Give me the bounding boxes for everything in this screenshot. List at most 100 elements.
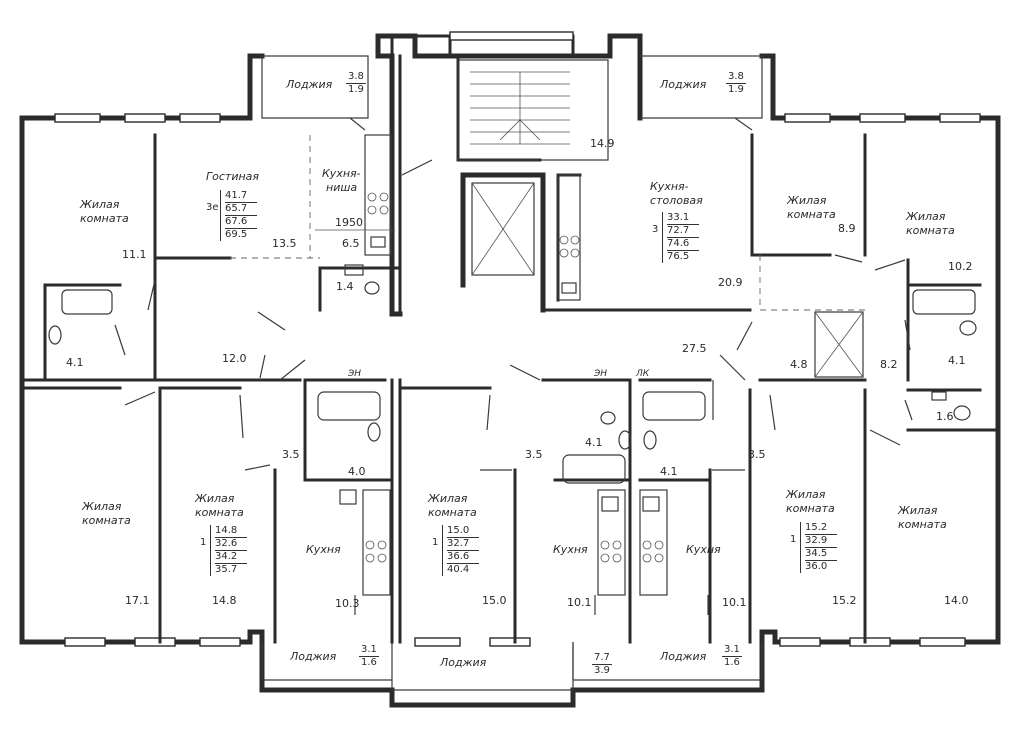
room-name-line2: комната — [906, 224, 955, 237]
room-name-line1: Кухня- — [322, 167, 361, 180]
room-name-line2: столовая — [650, 194, 703, 207]
apartment-area-full: 76.5 — [667, 251, 690, 262]
room-area: 4.1 — [585, 436, 603, 449]
apartment-area-living: 33.1 — [667, 212, 699, 225]
room-name-line2: комната — [428, 506, 477, 519]
room-area: 12.0 — [222, 352, 247, 365]
room-area: 10.1 — [722, 596, 747, 609]
room-name-line2: комната — [195, 506, 244, 519]
room-area: 10.3 — [335, 597, 360, 610]
apartment-area-living: 14.8 — [215, 525, 247, 538]
room-area: 3.5 — [525, 448, 543, 461]
apartment-rooms: 1 — [432, 537, 439, 548]
loggia-area-reduced: 1.6 — [361, 657, 377, 668]
room-area: 3.5 — [748, 448, 766, 461]
apartment-area-loggia: 67.6 — [225, 216, 257, 229]
room-name-line1: Жилая — [898, 504, 938, 517]
room-name-line1: Жилая — [428, 492, 468, 505]
loggia-label: Лоджия — [290, 650, 337, 663]
room-area: 4.1 — [948, 354, 966, 367]
apartment-area-full: 40.4 — [447, 564, 470, 575]
zone-separators — [230, 135, 865, 311]
meter-tag: ЭН — [348, 369, 362, 379]
room-area: 1.6 — [936, 410, 954, 423]
room-name: Кухня — [686, 543, 721, 556]
room-area: 4.1 — [660, 465, 678, 478]
room-area: 15.0 — [482, 594, 507, 607]
room-name-line2: комната — [786, 502, 835, 515]
fixtures — [48, 264, 977, 450]
bathtubs — [61, 289, 976, 484]
room-name-line1: Жилая — [906, 210, 946, 223]
apartment-rooms: 1 — [200, 537, 207, 548]
loggia-area-reduced: 1.9 — [348, 84, 364, 95]
room-area: 8.9 — [838, 222, 856, 235]
room-area: 4.8 — [790, 358, 808, 371]
room-area: 15.2 — [832, 594, 857, 607]
room-name-line1: Жилая — [80, 198, 120, 211]
loggia-area: 7.7 3.9 — [592, 652, 612, 677]
loggia-area-value: 7.7 — [592, 652, 612, 665]
loggia-label: Лоджия — [286, 78, 333, 91]
apartment-rooms: 3 — [652, 224, 659, 235]
room-name-line2: комната — [898, 518, 947, 531]
room-name: Кухня — [306, 543, 341, 556]
loggia-label: Лоджия — [440, 656, 487, 669]
apartment-area-loggia: 36.6 — [447, 551, 479, 564]
apartment-area-living: 15.2 — [805, 522, 837, 535]
apartment-area-total: 72.7 — [667, 225, 699, 238]
room-area: 10.2 — [948, 260, 973, 273]
room-name-line1: Кухня- — [650, 180, 689, 193]
room-area: 4.1 — [66, 356, 84, 369]
room-area: 27.5 — [682, 342, 707, 355]
kitchen-counters — [339, 134, 668, 596]
apartment-area-full: 69.5 — [225, 229, 248, 240]
room-name-line1: Жилая — [786, 488, 826, 501]
room-area: 3.5 — [282, 448, 300, 461]
room-name-line1: Жилая — [82, 500, 122, 513]
apartment-area-total: 32.7 — [447, 538, 479, 551]
room-area: 20.9 — [718, 276, 743, 289]
room-name-line2: комната — [787, 208, 836, 221]
loggia-area-value: 3.1 — [359, 644, 379, 657]
loggia-outlines — [261, 55, 763, 691]
room-area: 10.1 — [567, 596, 592, 609]
windows — [54, 31, 981, 647]
apartment-area-loggia: 34.2 — [215, 551, 247, 564]
interior-walls — [20, 54, 1000, 644]
room-area: 17.1 — [125, 594, 150, 607]
apartment-rooms: 3е — [206, 202, 219, 213]
room-area: 4.0 — [348, 465, 366, 478]
room-area: 11.1 — [122, 248, 147, 261]
loggia-area: 3.8 1.9 — [726, 71, 746, 96]
loggia-area: 3.8 1.9 — [346, 71, 366, 96]
loggia-area-value: 3.8 — [346, 71, 366, 84]
room-area: 6.5 — [342, 237, 360, 250]
elevator-shaft — [471, 182, 535, 276]
loggia-area-reduced: 1.9 — [728, 84, 744, 95]
apartment-area-full: 36.0 — [805, 561, 828, 572]
room-area: 8.2 — [880, 358, 898, 371]
apartment-area-full: 35.7 — [215, 564, 238, 575]
cabinet-tag: ЛК — [636, 369, 650, 379]
loggia-label: Лоджия — [660, 650, 707, 663]
room-name-line1: Жилая — [787, 194, 827, 207]
apartment-area-total: 65.7 — [225, 203, 257, 216]
apartment-area-loggia: 34.5 — [805, 548, 837, 561]
room-area: 1.4 — [336, 280, 354, 293]
apartment-area-total: 32.9 — [805, 535, 837, 548]
room-name-line2: комната — [82, 514, 131, 527]
apartment-area-total: 32.6 — [215, 538, 247, 551]
doors — [114, 117, 913, 615]
loggia-area-value: 3.8 — [726, 71, 746, 84]
meter-tag: ЭН — [594, 369, 608, 379]
loggia-area: 3.1 1.6 — [722, 644, 742, 669]
loggia-area-reduced: 1.6 — [724, 657, 740, 668]
room-area: 14.8 — [212, 594, 237, 607]
apartment-area-living: 41.7 — [225, 190, 257, 203]
apartment-area-loggia: 74.6 — [667, 238, 699, 251]
room-name: Гостиная — [206, 170, 260, 183]
room-name-line1: Жилая — [195, 492, 235, 505]
